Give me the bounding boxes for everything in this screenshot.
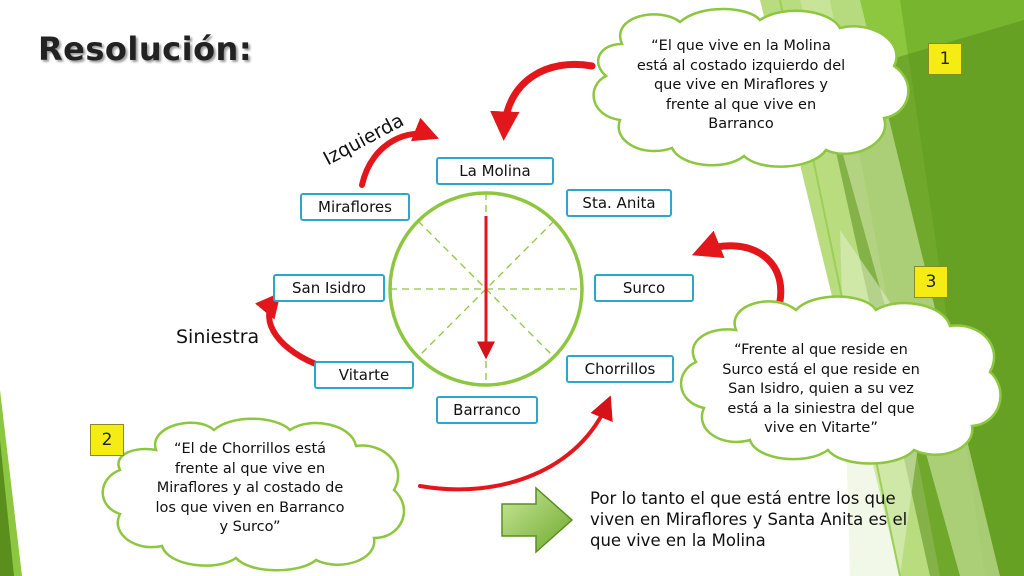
cloud-clue1 <box>592 7 910 168</box>
seat-chorrillos: Chorrillos <box>566 355 674 383</box>
seat-san-isidro: San Isidro <box>273 274 385 302</box>
clue-2-text: “El de Chorrillos está frente al que viv… <box>155 441 345 535</box>
badge-1: 1 <box>928 43 962 75</box>
page-title: Resolución: <box>38 30 253 68</box>
curved-arrow-clue2 <box>418 395 613 492</box>
seat-sta-anita: Sta. Anita <box>566 189 672 217</box>
green-shapes-left <box>0 390 22 576</box>
green-arrow-icon <box>501 486 574 554</box>
clue-1-text: “El que vive en la Molina está al costad… <box>636 38 846 132</box>
seat-la-molina: La Molina <box>436 157 554 185</box>
curved-arrow-siniestra <box>255 292 324 369</box>
curved-arrow-clue1 <box>490 60 596 141</box>
seat-surco: Surco <box>594 274 694 302</box>
seat-barranco: Barranco <box>436 396 538 424</box>
badge-3: 3 <box>914 266 948 298</box>
label-siniestra: Siniestra <box>176 326 260 348</box>
seat-vitarte: Vitarte <box>314 361 414 389</box>
curved-arrow-clue3 <box>691 230 785 320</box>
clue-3-text: “Frente al que reside en Surco está el q… <box>722 342 920 436</box>
seat-miraflores: Miraflores <box>300 193 410 221</box>
curved-arrow-izquierda <box>359 117 440 188</box>
conclusion-text: Por lo tanto el que está entre los que v… <box>590 489 908 550</box>
badge-2: 2 <box>90 424 124 456</box>
cloud-clue2 <box>101 417 406 572</box>
cloud-clue3 <box>679 295 1002 465</box>
